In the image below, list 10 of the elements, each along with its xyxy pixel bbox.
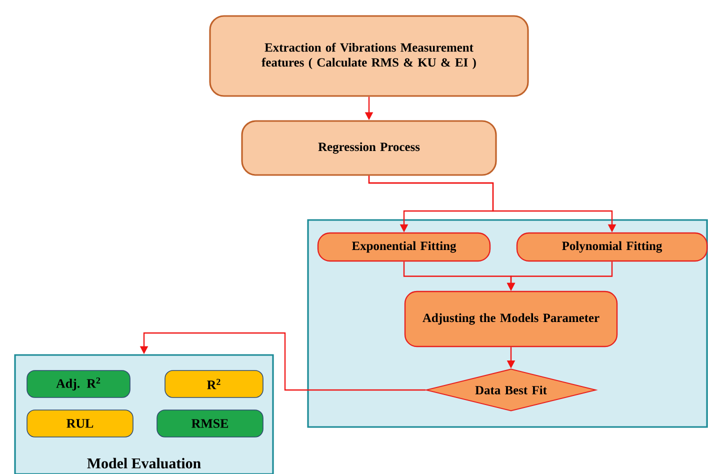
process-box: Polynomial Fitting <box>516 232 708 262</box>
metric-box: R$^{2}$ <box>164 370 264 398</box>
process-box: Regression Process <box>241 120 497 176</box>
process-box: Extraction of Vibrations Measurement features ( Calculate RMS & KU & EI ) <box>209 15 529 97</box>
metric-box: RUL <box>26 410 134 438</box>
metric-box: Adj. R$^{2}$ <box>26 370 130 398</box>
process-box: Exponential Fitting <box>317 232 491 262</box>
process-box: Adjusting the Models Parameter <box>404 290 618 348</box>
metric-box: RMSE <box>156 410 264 438</box>
panel-title: Model Evaluation <box>87 458 201 468</box>
